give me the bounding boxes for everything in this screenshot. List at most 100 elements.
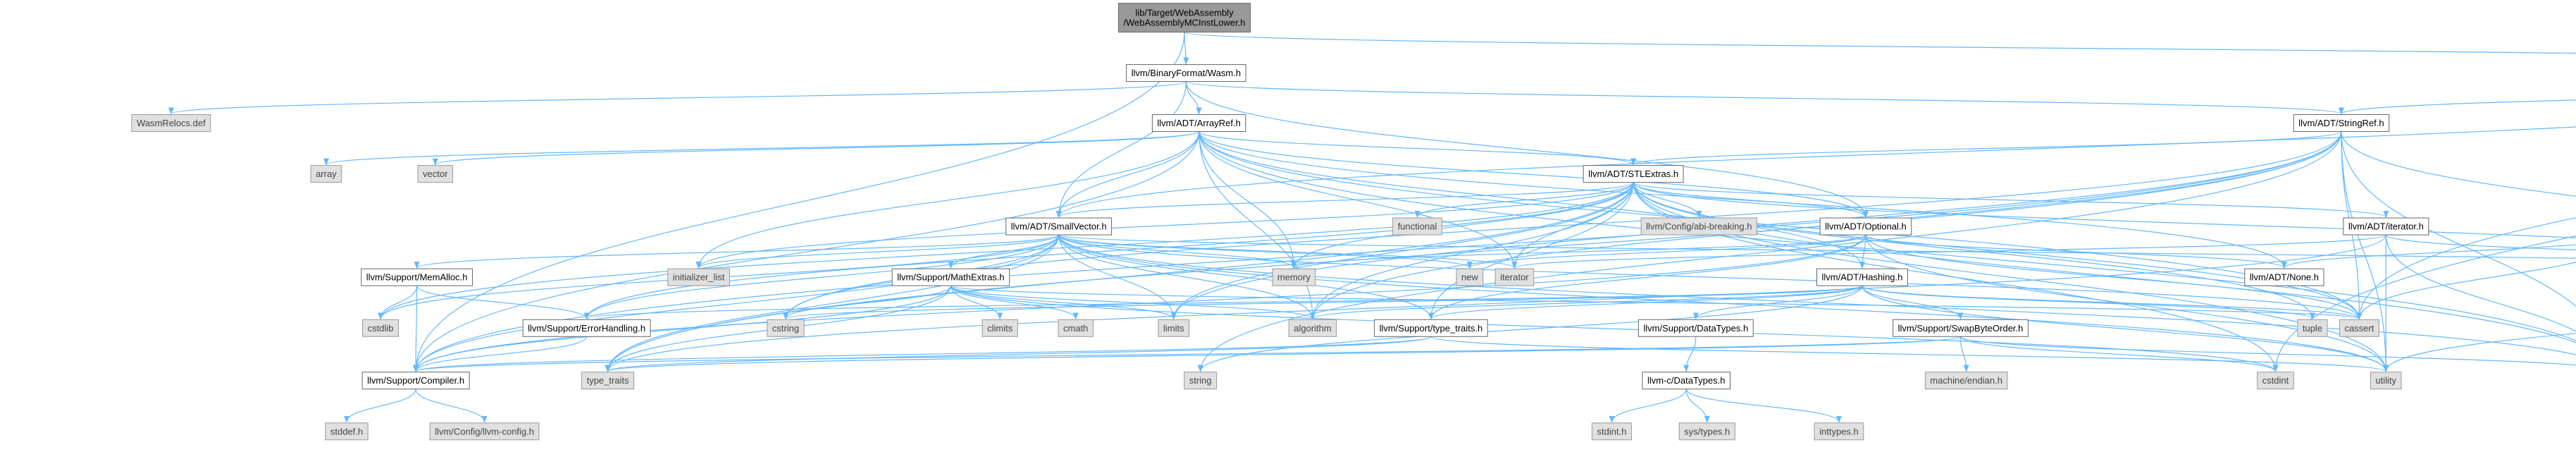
edge-optional-to-typetraitsh	[1428, 235, 1866, 320]
node-hashing[interactable]: llvm/ADT/Hashing.h	[1816, 268, 1908, 286]
node-label: functional	[1398, 221, 1437, 232]
node-adtiterator[interactable]: llvm/ADT/iterator.h	[2343, 217, 2429, 236]
edge-swapbyteorder-to-cstdint	[1959, 336, 2279, 372]
edge-arrayref-to-algorithm	[1199, 131, 1315, 320]
node-stringref[interactable]: llvm/ADT/StringRef.h	[2293, 114, 2390, 133]
node-label: cstring	[772, 323, 799, 334]
node-label: llvm/Support/MemAlloc.h	[366, 272, 468, 283]
edge-smallvector-to-memalloc	[414, 234, 1060, 269]
edge-stlextras-to-functional	[1414, 182, 1634, 219]
node-compiler[interactable]: llvm/Support/Compiler.h	[361, 372, 470, 390]
node-box	[1494, 268, 1535, 286]
node-label: cstdint	[2262, 375, 2289, 386]
edge-compiler-to-llvmconfig	[415, 389, 488, 423]
edge-arrayref-to-optional	[1199, 131, 1869, 219]
node-label: llvm/Support/type_traits.h	[1380, 323, 1483, 334]
node-wasm[interactable]: llvm/BinaryFormat/Wasm.h	[1126, 64, 1246, 83]
node-label: vector	[423, 169, 448, 179]
node-label: cassert	[2344, 323, 2374, 334]
edge-stlextras-to-optional	[1633, 182, 1869, 219]
node-box	[2244, 268, 2324, 286]
edge-stlextras-to-errorhandling	[583, 182, 1634, 320]
edge-arrayref-to-stlextras	[1199, 131, 1636, 166]
node-box	[1058, 319, 1094, 337]
node-initlist: initializer_list	[667, 268, 730, 286]
node-box	[131, 114, 211, 133]
edge-hashing-to-errorhandling	[584, 285, 1863, 320]
edge-hashing-to-cstring	[783, 285, 1863, 320]
node-new: new	[1456, 268, 1484, 286]
node-label: llvm/ADT/Hashing.h	[1822, 272, 1903, 283]
node-cstdint: cstdint	[2257, 372, 2294, 390]
node-swapbyteorder[interactable]: llvm/Support/SwapByteOrder.h	[1893, 319, 2029, 337]
node-cmath: cmath	[1058, 319, 1094, 337]
node-label: type_traits	[587, 375, 629, 386]
node-iterator: iterator	[1494, 268, 1535, 286]
node-label: llvm/ADT/SmallVector.h	[1011, 221, 1107, 232]
node-typetraitsh[interactable]: llvm/Support/type_traits.h	[1374, 319, 1488, 337]
node-optional[interactable]: llvm/ADT/Optional.h	[1819, 217, 1912, 236]
node-memalloc[interactable]: llvm/Support/MemAlloc.h	[361, 268, 473, 286]
node-box	[522, 319, 651, 337]
node-box	[1005, 217, 1113, 236]
edge-smloc-to-cassert	[2356, 262, 2576, 320]
node-box	[1893, 319, 2029, 337]
node-cdatatypes[interactable]: llvm-c/DataTypes.h	[1642, 372, 1730, 390]
node-label: limits	[1163, 323, 1184, 334]
edge-arrayref-to-array	[323, 131, 1200, 166]
node-datatypes[interactable]: llvm/Support/DataTypes.h	[1637, 319, 1754, 337]
edge-mcinst-to-cstdint	[2272, 235, 2576, 372]
node-label: llvm/Support/DataTypes.h	[1643, 323, 1748, 334]
edge-mathextras-to-cstring	[783, 285, 952, 320]
node-wasmrelocs: WasmRelocs.def	[131, 114, 211, 133]
edge-hashing-to-typetraitsh	[1428, 285, 1863, 320]
node-label: sys/types.h	[1684, 426, 1730, 436]
node-box	[1184, 372, 1218, 390]
edge-swapbyteorder-to-machineendian	[1959, 336, 1969, 372]
node-label: llvm/ADT/ArrayRef.h	[1157, 118, 1240, 128]
node-label: WasmRelocs.def	[137, 118, 206, 128]
edge-memalloc-to-cstdlib	[378, 286, 418, 320]
edge-mathextras-to-climits	[950, 286, 1003, 320]
edge-arrayref-to-smallvector	[1055, 131, 1200, 219]
edge-mathextras-to-algorithm	[950, 285, 1315, 320]
edge-arrayref-to-initlist	[695, 131, 1200, 269]
edge-arrayref-to-none	[1199, 131, 2287, 269]
edge-stringref-to-cstring	[783, 131, 2342, 320]
node-stddef: stddef.h	[325, 422, 369, 441]
edge-root-to-wasm	[1183, 32, 1189, 65]
node-stlextras[interactable]: llvm/ADT/STLExtras.h	[1583, 165, 1684, 183]
node-box	[2370, 372, 2402, 390]
edge-wasm-to-stringref	[1185, 81, 2344, 115]
node-utility: utility	[2370, 372, 2402, 390]
edge-compiler-to-stddef	[344, 389, 416, 423]
node-label: llvm/BinaryFormat/Wasm.h	[1132, 68, 1241, 78]
node-arrayref[interactable]: llvm/ADT/ArrayRef.h	[1151, 114, 1246, 133]
edge-adtiterator-to-typetraits	[605, 235, 2386, 372]
node-box	[361, 372, 470, 390]
edge-smallvector-to-errorhandling	[583, 235, 1060, 320]
node-label: lib/Target/WebAssembly	[1135, 8, 1234, 18]
edge-optional-to-cassert	[1865, 235, 2363, 320]
node-label: llvm/Support/Compiler.h	[367, 375, 464, 386]
node-root[interactable]: lib/Target/WebAssembly/WebAssemblyMCInst…	[1117, 3, 1251, 33]
edge-root-to-compiler	[413, 32, 1185, 372]
node-mathextras[interactable]: llvm/Support/MathExtras.h	[891, 268, 1010, 286]
node-label: stddef.h	[330, 426, 363, 436]
node-label: machine/endian.h	[1930, 375, 2002, 386]
node-label: initializer_list	[673, 272, 725, 283]
node-smallvector[interactable]: llvm/ADT/SmallVector.h	[1005, 217, 1113, 236]
node-box	[310, 165, 342, 183]
edge-stlextras-to-cstdlib	[378, 182, 1634, 320]
node-array: array	[310, 165, 342, 183]
edge-datatypes-to-cdatatypes	[1683, 336, 1697, 372]
edge-mathextras-to-cstdint	[950, 285, 2279, 372]
node-box	[2339, 319, 2379, 337]
node-machineendian: machine/endian.h	[1924, 372, 2008, 390]
node-errorhandling[interactable]: llvm/Support/ErrorHandling.h	[522, 319, 651, 337]
node-label: string	[1189, 375, 1212, 386]
node-none[interactable]: llvm/ADT/None.h	[2244, 268, 2324, 286]
node-label: llvm/Support/SwapByteOrder.h	[1898, 323, 2024, 334]
node-box	[417, 165, 453, 183]
